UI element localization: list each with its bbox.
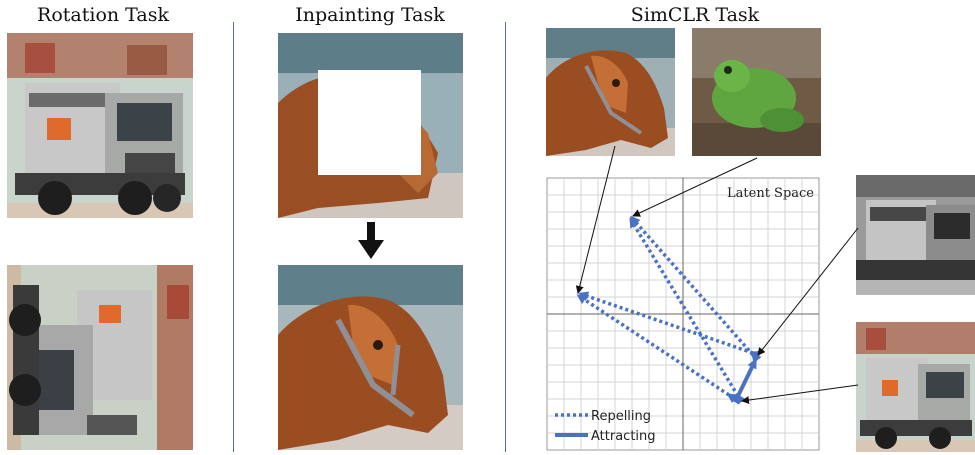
frog-connector — [632, 157, 758, 217]
latent-space-panel — [546, 177, 820, 451]
rotation-task-title: Rotation Task — [37, 4, 169, 26]
horse-connector — [575, 145, 616, 294]
legend-repelling-label: Repelling — [591, 409, 651, 424]
legend: Repelling Attracting — [555, 409, 656, 444]
gray-truck-connector — [757, 227, 859, 356]
inpainting-task-title: Inpainting Task — [295, 4, 445, 26]
repelling-arrow — [630, 215, 762, 364]
rotated-truck-image — [7, 265, 193, 450]
repelling-arrows — [576, 215, 762, 405]
divider-left — [233, 22, 234, 452]
frog-image — [692, 28, 821, 156]
connector-arrows — [575, 145, 859, 405]
truck-image — [7, 33, 193, 218]
color-truck-connector — [741, 384, 859, 405]
reconstructed-horse-image — [278, 265, 463, 450]
masked-horse-image — [278, 33, 463, 218]
attracting-arrow — [730, 358, 757, 405]
simclr-horse-image — [546, 28, 675, 156]
divider-right — [505, 22, 506, 452]
small-truck-image — [856, 322, 975, 452]
arrow-down-icon — [358, 222, 384, 259]
simclr-task-title: SimCLR Task — [630, 4, 760, 26]
grayscale-truck-image — [856, 175, 975, 295]
latent-space-label: Latent Space — [727, 186, 814, 201]
legend-attracting-label: Attracting — [591, 429, 656, 444]
